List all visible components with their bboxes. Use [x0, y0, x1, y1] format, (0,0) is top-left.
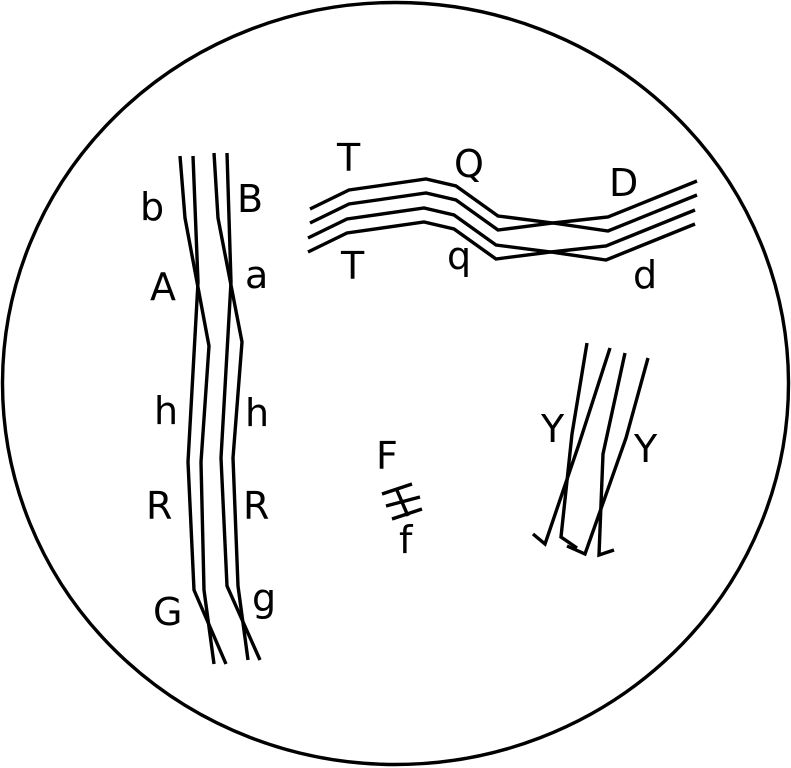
label-1-right-B: B: [237, 177, 263, 221]
label-1-left-A: A: [150, 265, 176, 309]
chromatid-1b: [186, 155, 228, 665]
label-1-left-G: G: [153, 590, 182, 634]
label-2-bottom-d: d: [633, 253, 657, 297]
label-4-left-Y: Y: [540, 407, 565, 451]
label-1-right-R: R: [243, 484, 269, 528]
label-2-bottom-q: q: [447, 234, 471, 278]
chromatid-1a: [178, 155, 216, 665]
label-3-F: F: [376, 434, 398, 478]
label-2-top-Q: Q: [454, 142, 484, 186]
label-2-top-D: D: [609, 161, 638, 205]
label-1-right-g: g: [252, 576, 276, 620]
chromosome-pair-3: F f: [376, 434, 423, 562]
label-3-f: f: [399, 518, 414, 562]
chromosome-pair-1: b A h R G B a h R g: [140, 152, 276, 665]
chromatid-1c: [212, 152, 250, 661]
chromatid-3d: [394, 487, 410, 517]
chromatid-2c: [307, 206, 696, 254]
label-4-right-Y: Y: [633, 427, 658, 471]
label-1-right-h: h: [245, 391, 269, 435]
label-1-right-a: a: [245, 253, 268, 297]
label-2-bottom-T: T: [340, 244, 365, 288]
chromatid-1d: [219, 152, 262, 661]
chromosome-pair-2: T Q D T q d: [307, 136, 698, 297]
label-1-left-R: R: [146, 484, 172, 528]
chromatid-4d: [566, 357, 650, 557]
label-1-left-b: b: [140, 185, 164, 229]
chromosome-pair-4: Y Y: [531, 342, 658, 558]
chromatid-2a: [309, 177, 698, 225]
chromatid-4a: [559, 342, 589, 550]
chromatid-2d: [307, 220, 696, 262]
chromatid-2b: [309, 191, 698, 233]
label-2-top-T: T: [336, 136, 361, 180]
chromatid-4b: [531, 347, 612, 547]
label-1-left-h: h: [154, 389, 178, 433]
